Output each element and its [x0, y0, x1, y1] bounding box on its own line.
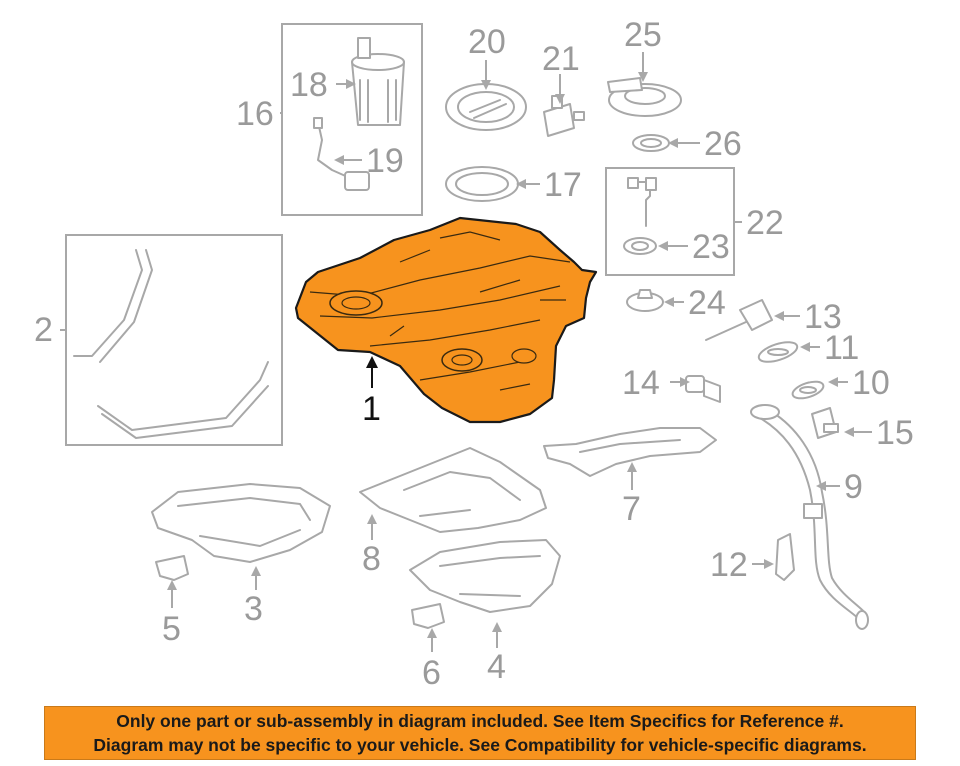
part-label-20: 20: [468, 23, 506, 61]
part-label-14: 14: [622, 364, 660, 402]
part-label-11: 11: [824, 329, 860, 367]
disclaimer-line-2: Diagram may not be specific to your vehi…: [93, 735, 867, 755]
part-label-8: 8: [362, 540, 381, 578]
disclaimer-line-1: Only one part or sub-assembly in diagram…: [116, 711, 844, 731]
leader-lines: [60, 52, 872, 652]
valve-part: [543, 95, 585, 137]
fuel-tank-part: [294, 216, 598, 424]
part-label-26: 26: [704, 125, 742, 163]
part-label-24: 24: [688, 284, 726, 322]
o-ring-part: [632, 134, 670, 152]
part-label-13: 13: [804, 298, 842, 336]
fuel-sender-part: [313, 117, 370, 191]
part-label-21: 21: [542, 40, 580, 78]
part-label-5: 5: [162, 610, 181, 648]
part-label-25: 25: [624, 16, 662, 54]
part-label-2: 2: [34, 311, 53, 349]
plug-part: [626, 289, 664, 312]
part-label-15: 15: [876, 414, 914, 452]
tank-strap-part: [73, 249, 269, 439]
group-box-2: [65, 234, 283, 446]
heat-shield-4-part: [409, 539, 561, 613]
bracket-5-part: [155, 555, 189, 581]
part-label-7: 7: [622, 490, 641, 528]
part-label-18: 18: [290, 66, 328, 104]
filler-pipe-part: [750, 404, 869, 630]
fuel-pump-part: [351, 37, 405, 126]
heat-shield-8-part: [359, 447, 547, 533]
part-label-12: 12: [710, 546, 748, 584]
part-label-23: 23: [692, 228, 730, 266]
gasket-11-part: [757, 341, 799, 363]
filler-cap-part: [705, 299, 773, 341]
part-label-3: 3: [244, 590, 263, 628]
fuel-cap-assembly-part: [607, 77, 682, 117]
gasket-part: [445, 166, 519, 202]
part-label-17: 17: [544, 166, 582, 204]
seal-10-part: [791, 380, 825, 400]
disclaimer-banner: Only one part or sub-assembly in diagram…: [44, 706, 916, 760]
parts-diagram: [60, 23, 872, 652]
part-label-6: 6: [422, 654, 441, 692]
fitting-part: [685, 375, 721, 403]
heat-shield-3-part: [151, 483, 331, 563]
part-label-4: 4: [487, 648, 506, 686]
lock-ring-part: [445, 83, 527, 131]
part-label-9: 9: [844, 468, 863, 506]
valve-15-part: [811, 407, 839, 439]
group-box-16: [281, 23, 423, 216]
part-label-10: 10: [852, 364, 890, 402]
part-label-1: 1: [362, 390, 381, 428]
part-label-22: 22: [746, 204, 784, 242]
bracket-12-part: [775, 533, 795, 581]
gauge-unit-part: [623, 177, 657, 255]
bracket-6-part: [411, 603, 445, 629]
part-label-19: 19: [366, 142, 404, 180]
part-label-16: 16: [236, 95, 274, 133]
duct-7-part: [543, 427, 717, 477]
